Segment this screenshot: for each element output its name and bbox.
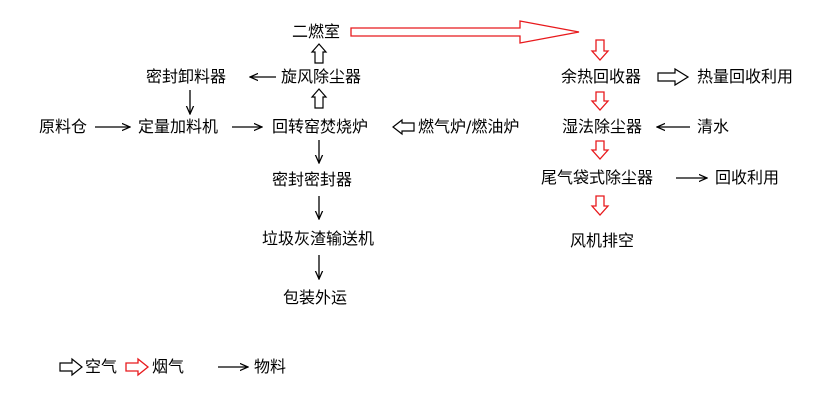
- node-raw-material-bin: 原料仓: [39, 117, 88, 136]
- air-arrow-kiln-to-cyclone: [310, 88, 328, 109]
- node-fan-exhaust: 风机排空: [570, 231, 635, 250]
- node-bag-dust-collector: 尾气袋式除尘器: [541, 168, 654, 187]
- flue-arrow-bag-to-fan: [590, 195, 610, 216]
- node-clean-water: 清水: [697, 117, 730, 136]
- node-rotary-kiln-incinerator: 回转窑焚烧炉: [272, 117, 369, 136]
- legend-material-label: 物料: [254, 357, 287, 376]
- flue-arrow-recovery-to-wet: [590, 91, 610, 111]
- node-cyclone-dust-collector: 旋风除尘器: [281, 67, 362, 86]
- node-waste-heat-recovery: 余热回收器: [561, 67, 642, 86]
- node-seal-discharger: 密封卸料器: [146, 67, 227, 86]
- node-packaging-transport: 包装外运: [283, 288, 348, 307]
- node-secondary-chamber: 二燃室: [292, 22, 341, 41]
- air-arrow-cyclone-to-chamber: [310, 43, 328, 64]
- node-recycling-use: 回收利用: [715, 168, 780, 187]
- node-ash-conveyor: 垃圾灰渣输送机: [262, 229, 375, 248]
- node-heat-recovery-use: 热量回收利用: [697, 67, 794, 86]
- legend-air-label: 空气: [85, 357, 118, 376]
- node-quantitative-feeder: 定量加料机: [138, 117, 219, 136]
- node-sealing-device: 密封密封器: [272, 170, 353, 189]
- flue-arrow-chamber-to-recovery: [350, 20, 580, 44]
- flue-arrow-wet-to-bag: [590, 140, 610, 160]
- air-arrow-furnace-to-kiln: [392, 118, 415, 136]
- flue-arrow-into-recovery: [590, 39, 610, 61]
- air-arrow-recovery-to-heat-use: [657, 67, 690, 87]
- node-gas-oil-furnace: 燃气炉/燃油炉: [418, 117, 520, 136]
- legend-flue-gas-arrow-icon: [125, 357, 150, 377]
- legend-flue-gas-label: 烟气: [152, 357, 185, 376]
- node-wet-dust-collector: 湿法除尘器: [562, 117, 643, 136]
- legend-air-arrow-icon: [59, 357, 83, 377]
